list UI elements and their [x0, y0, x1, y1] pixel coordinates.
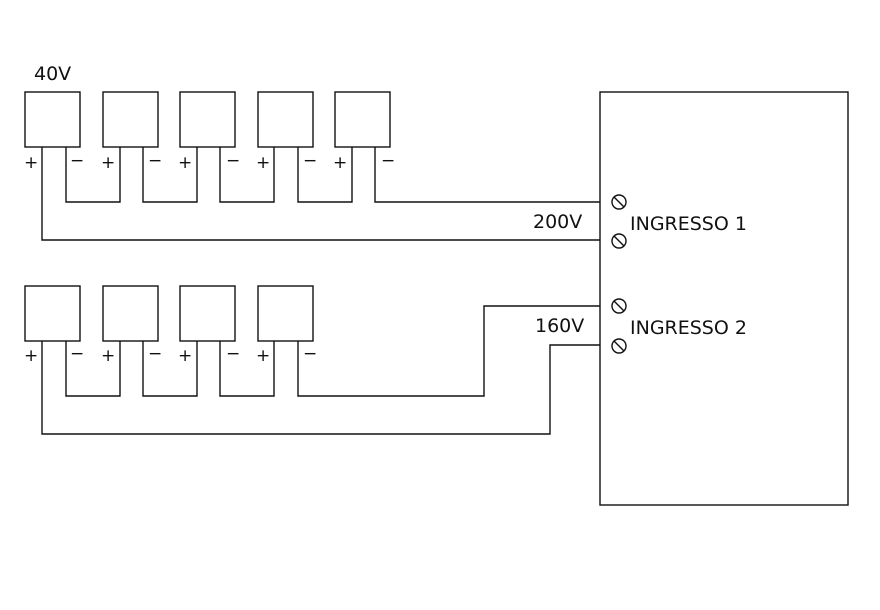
- minus-mark: −: [303, 344, 317, 364]
- minus-mark: −: [303, 151, 317, 171]
- jumper-1-1: [65, 147, 121, 203]
- panel-2-4: [257, 285, 314, 342]
- row-2-wiring: [41, 305, 610, 435]
- jumper-2-3: [219, 341, 275, 397]
- row-1-positive-lead: [41, 147, 610, 241]
- panel-1-5: [334, 91, 391, 148]
- inverter-box: [599, 91, 849, 506]
- panel-2-3: [179, 285, 236, 342]
- jumper-1-2: [142, 147, 198, 203]
- jumper-2-1: [65, 341, 121, 397]
- minus-mark: −: [148, 151, 162, 171]
- jumper-1-4: [297, 147, 353, 203]
- panel-2-1: [24, 285, 81, 342]
- panel-1-2: [102, 91, 159, 148]
- input-1-label: INGRESSO 1: [630, 213, 747, 235]
- plus-mark: +: [101, 153, 115, 173]
- panel-1-1: [24, 91, 81, 148]
- panel-2-2: [102, 285, 159, 342]
- row-2-positive-lead: [41, 341, 610, 435]
- row-2-panels: [24, 285, 314, 342]
- row-1-negative-lead: [374, 147, 610, 203]
- panel-1-3: [179, 91, 236, 148]
- row-1-wiring: [41, 147, 610, 241]
- plus-mark: +: [178, 346, 192, 366]
- plus-mark: +: [101, 346, 115, 366]
- minus-mark: −: [226, 344, 240, 364]
- row-1-panels: [24, 91, 391, 148]
- row-1-voltage-label: 40V: [34, 63, 71, 85]
- minus-mark: −: [226, 151, 240, 171]
- minus-mark: −: [70, 344, 84, 364]
- plus-mark: +: [256, 346, 270, 366]
- panel-1-4: [257, 91, 314, 148]
- plus-mark: +: [256, 153, 270, 173]
- minus-mark: −: [381, 151, 395, 171]
- input-2-label: INGRESSO 2: [630, 317, 747, 339]
- row-1-polarity: + − + − + − + − + −: [24, 151, 395, 173]
- row-2-polarity: + − + − + − + −: [24, 344, 317, 366]
- minus-mark: −: [70, 151, 84, 171]
- row-2-negative-lead: [297, 305, 610, 397]
- plus-mark: +: [333, 153, 347, 173]
- plus-mark: +: [178, 153, 192, 173]
- input-1-voltage-label: 200V: [533, 211, 582, 233]
- jumper-1-3: [219, 147, 275, 203]
- input-2-terminals: [611, 298, 627, 354]
- plus-mark: +: [24, 153, 38, 173]
- minus-mark: −: [148, 344, 162, 364]
- input-1-terminals: [611, 194, 627, 249]
- jumper-2-2: [142, 341, 198, 397]
- plus-mark: +: [24, 346, 38, 366]
- input-2-voltage-label: 160V: [535, 315, 584, 337]
